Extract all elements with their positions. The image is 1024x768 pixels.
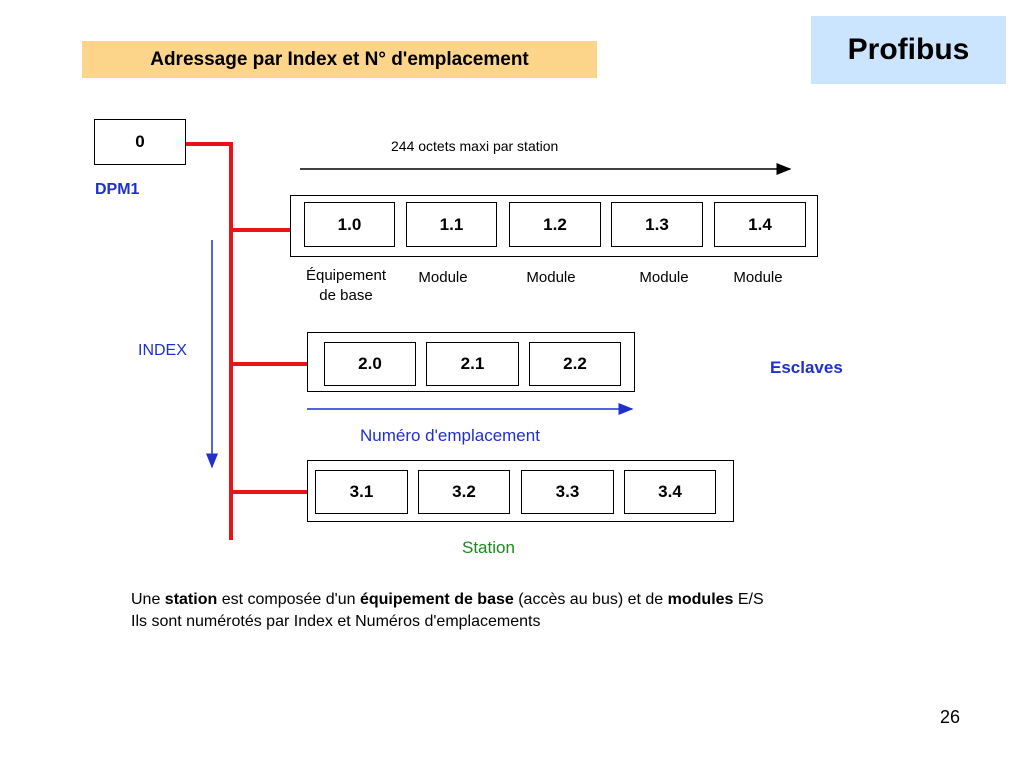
module-box: 3.2 [418,470,510,514]
module-number: 1.1 [439,214,464,234]
module-box: 3.4 [624,470,716,514]
module-caption: Module [418,269,468,286]
text-run-bold: modules [667,591,734,608]
module-box: 1.4 [714,202,806,247]
station-label: Station [462,538,515,557]
bus-branch-station2 [229,362,307,366]
text-run: (accès au bus) et de [513,591,668,608]
module-number: 3.3 [555,482,580,501]
caption-line: de base [319,287,373,304]
master-name: DPM1 [95,181,140,198]
slide-title: Adressage par Index et N° d'emplacement [82,41,597,78]
module-box: 2.2 [529,342,621,386]
index-label: INDEX [138,342,187,359]
module-box: 2.0 [324,342,416,386]
module-number: 2.0 [358,354,382,373]
description-text: Une station est composée d'un équipement… [131,589,951,633]
text-run-bold: équipement de base [359,591,514,608]
bus-master-link [186,142,232,146]
text-run: E/S [733,591,764,608]
module-number: 1.3 [645,214,669,234]
bus-branch-station1 [229,228,290,232]
module-number: 2.1 [460,354,485,373]
module-caption: Module [639,269,689,286]
module-box: 1.0 [304,202,395,247]
page-number: 26 [940,707,961,727]
module-number: 3.4 [658,482,682,501]
module-box: 1.3 [611,202,703,247]
module-box: 3.1 [315,470,408,514]
module-box: 1.1 [406,202,497,247]
module-box: 3.3 [521,470,614,514]
bus-branch-station3 [229,490,307,494]
description-line-2: Ils sont numérotés par Index et Numéros … [131,613,541,630]
base-equipment-caption: Équipement de base [296,266,396,306]
module-number: 1.4 [748,214,772,234]
module-number: 2.2 [563,354,587,373]
octets-label: 244 octets maxi par station [391,138,559,154]
module-number: 3.2 [452,482,476,501]
text-run: Une [131,591,165,608]
module-caption: Module [733,269,783,286]
master-box: 0 [94,119,186,165]
slaves-label: Esclaves [770,358,843,377]
bus-trunk [229,142,233,540]
module-number: 1.2 [543,214,567,234]
text-run: est composée d'un [217,591,360,608]
text-run-bold: station [164,591,218,608]
module-number: 1.0 [337,214,362,234]
module-box: 1.2 [509,202,601,247]
module-box: 2.1 [426,342,519,386]
master-address: 0 [135,132,145,151]
brand-label: Profibus [811,16,1006,84]
caption-line: Équipement [305,267,387,284]
description-line-1: Une station est composée d'un équipement… [131,589,951,611]
module-caption: Module [526,269,576,286]
slot-number-label: Numéro d'emplacement [360,426,540,445]
module-number: 3.1 [349,482,374,501]
